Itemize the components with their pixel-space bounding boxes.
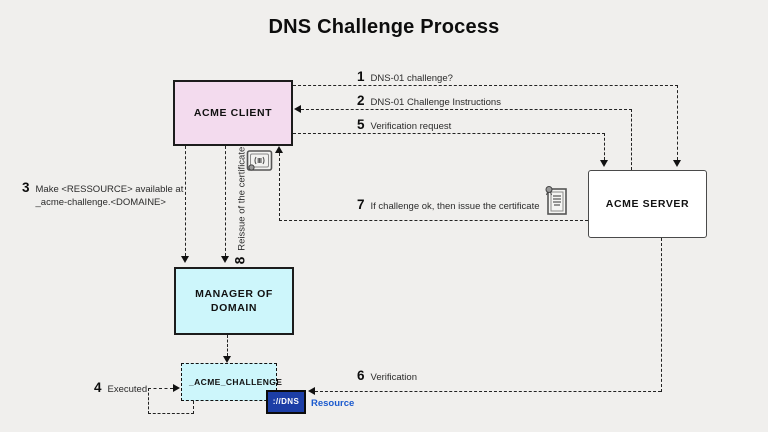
edge-6-vertical [661,238,662,392]
step-1-text: DNS-01 challenge? [370,73,453,84]
step-6-label: 6 Verification [357,368,417,383]
step-2-text: DNS-01 Challenge Instructions [370,97,501,108]
step-1-number: 1 [357,69,365,84]
edge-1-vertical [677,85,678,160]
page-title: DNS Challenge Process [268,16,500,38]
edge-7-vertical [279,153,280,221]
certificate-seal-icon [246,149,273,172]
dns-badge-label: ://DNS [272,397,300,406]
edge-7-horizontal [279,220,588,221]
step-6-number: 6 [357,368,365,383]
edge-5-horizontal [293,133,605,134]
step-5-number: 5 [357,117,365,132]
manager-of-domain-label: MANAGER OF DOMAIN [195,288,273,314]
arrowhead-4-into-challenge [173,384,180,392]
edge-manager-to-challenge [227,335,228,356]
step-2-label: 2 DNS-01 Challenge Instructions [357,93,501,108]
edge-4-loop-top [148,388,173,389]
node-acme-client: ACME CLIENT [173,80,293,146]
edge-5-vertical [604,133,605,160]
step-3-text-line1: Make <RESSOURCE> available at [35,184,184,195]
step-8-number: 8 [232,256,248,265]
edge-6-horizontal [315,391,661,392]
arrowhead-3-into-manager [181,256,189,263]
step-5-label: 5 Verification request [357,117,451,132]
step-4-label: 4 Executed [94,380,147,395]
certificate-document-icon [544,185,568,216]
arrowhead-1-into-server [673,160,681,167]
node-manager-of-domain: MANAGER OF DOMAIN [174,267,294,335]
edge-2-vertical [631,109,632,170]
step-4-number: 4 [94,380,102,395]
step-3-number: 3 [22,180,30,195]
edge-2-horizontal [301,109,632,110]
dns-resource-badge: ://DNS [266,390,306,414]
step-7-label: 7 If challenge ok, then issue the certif… [357,197,540,212]
arrowhead-8-into-manager [221,256,229,263]
step-7-number: 7 [357,197,365,212]
edge-3-vertical [185,146,186,256]
step-6-text: Verification [370,372,417,383]
step-3-label: 3 Make <RESSOURCE> available at _acme-ch… [22,180,183,209]
arrowhead-2-into-client [294,105,301,113]
step-1-label: 1 DNS-01 challenge? [357,69,453,84]
edge-8-vertical [225,146,226,256]
step-3-text-line2: _acme-challenge.<DOMAINE> [35,197,166,208]
arrowhead-into-challenge-top [223,356,231,363]
edge-4-loop-right [193,401,194,414]
edge-1-horizontal [293,85,678,86]
acme-challenge-label: _ACME_CHALLENGE [189,377,283,387]
resource-caption: Resource [311,398,355,409]
step-7-text: If challenge ok, then issue the certific… [370,201,540,212]
arrowhead-7-into-client [275,146,283,153]
step-4-text: Executed [107,384,148,395]
edge-4-loop-left [148,388,149,414]
arrowhead-5-into-server [600,160,608,167]
edge-4-loop-bottom [148,413,194,414]
step-5-text: Verification request [370,121,452,132]
acme-client-label: ACME CLIENT [193,107,273,119]
arrowhead-6-into-dns [308,387,315,395]
acme-server-label: ACME SERVER [605,198,690,210]
node-acme-challenge-record: _ACME_CHALLENGE [181,363,282,401]
node-acme-server: ACME SERVER [588,170,707,238]
step-2-number: 2 [357,93,365,108]
